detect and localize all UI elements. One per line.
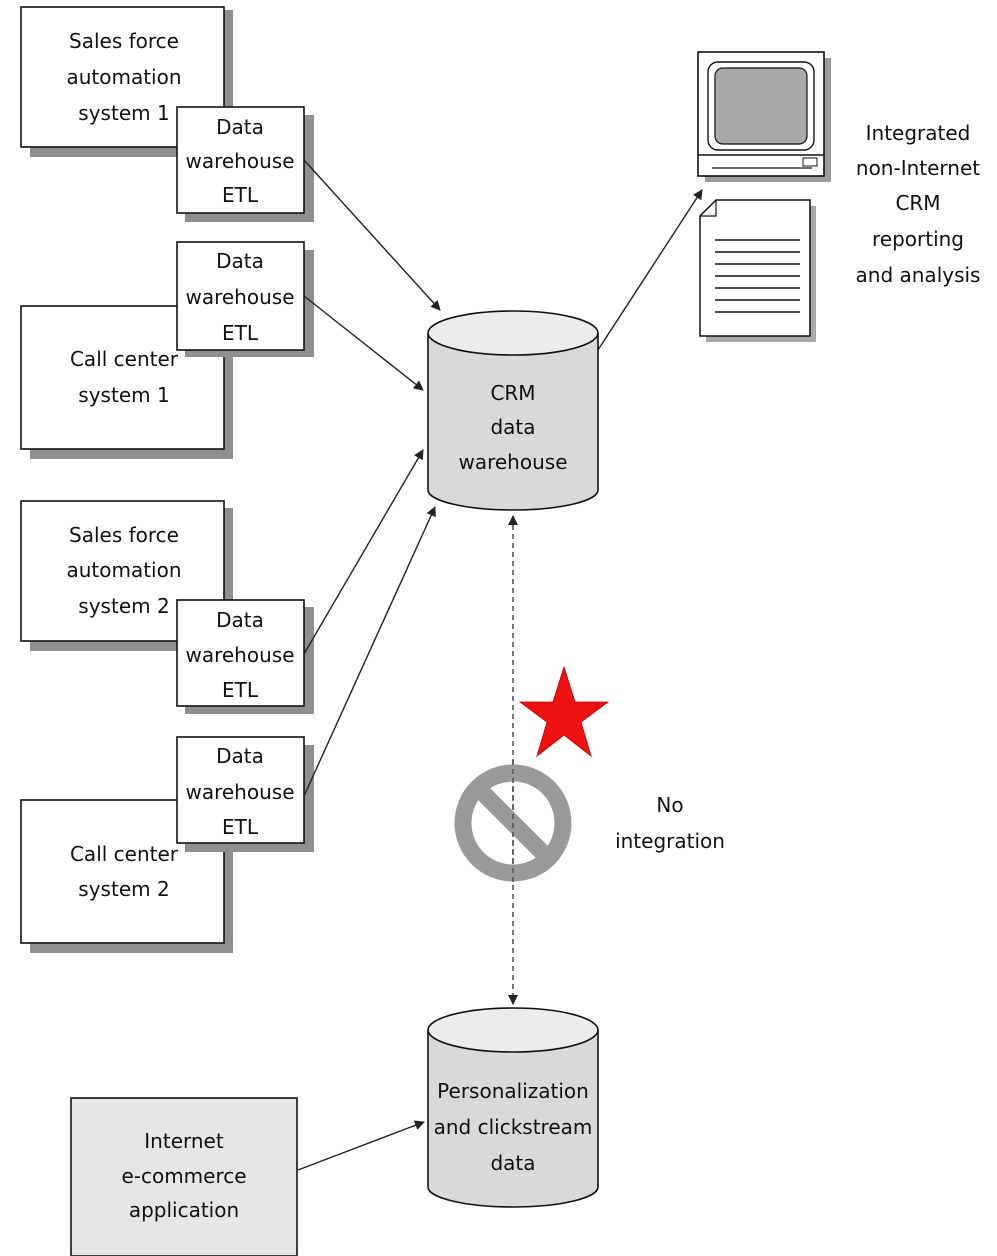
crm-data-warehouse: CRM data warehouse — [427, 310, 599, 511]
computer-monitor-icon — [697, 51, 831, 182]
crm-warehouse-line1: CRM — [490, 381, 535, 405]
report-document-icon — [699, 199, 816, 342]
etl-box-3: Data warehouse ETL — [176, 599, 314, 714]
etl1-line2: warehouse — [185, 149, 294, 173]
etl3-line3: ETL — [222, 678, 259, 702]
cc1-label-line1: Call center — [70, 347, 179, 371]
etl4-line2: warehouse — [185, 780, 294, 804]
etl3-line2: warehouse — [185, 643, 294, 667]
no-integration-prohibited-icon — [454, 760, 572, 885]
ecommerce-line2: e-commerce — [121, 1164, 246, 1188]
ecommerce-line3: application — [129, 1198, 239, 1222]
sfa1-label-line1: Sales force — [69, 29, 179, 53]
etl-box-4: Data warehouse ETL — [176, 736, 314, 852]
arrow-etl2-to-crm — [303, 295, 424, 391]
ecommerce-line1: Internet — [144, 1129, 224, 1153]
etl2-line2: warehouse — [185, 285, 294, 309]
arrow-etl3-to-crm — [303, 449, 424, 655]
arrow-etl1-to-crm — [303, 159, 441, 311]
cc2-label-line1: Call center — [70, 842, 179, 866]
cc2-label-line2: system 2 — [78, 877, 169, 901]
etl2-line3: ETL — [222, 321, 259, 345]
no-integration-line1: No — [656, 793, 683, 817]
etl4-line1: Data — [216, 744, 264, 768]
etl3-line1: Data — [216, 608, 264, 632]
personalization-line2: and clickstream — [434, 1115, 593, 1139]
ecommerce-application: Internet e-commerce application — [70, 1097, 298, 1256]
personalization-line1: Personalization — [437, 1079, 589, 1103]
cc1-label-line2: system 1 — [78, 383, 169, 407]
etl1-line1: Data — [216, 115, 264, 139]
etl-box-1: Data warehouse ETL — [176, 106, 314, 222]
personalization-clickstream-data: Personalization and clickstream data — [427, 1007, 599, 1208]
reporting-line2: non-Internet — [856, 156, 980, 180]
arrow-ecommerce-to-personalization — [297, 1120, 425, 1171]
arrow-crm-to-reporting — [597, 189, 703, 351]
sfa2-label-line1: Sales force — [69, 523, 179, 547]
sfa2-label-line2: automation — [66, 558, 181, 582]
sfa1-label-line3: system 1 — [78, 101, 169, 125]
etl4-line3: ETL — [222, 815, 259, 839]
etl2-line1: Data — [216, 249, 264, 273]
crm-warehouse-line2: data — [490, 415, 535, 439]
no-integration-line2: integration — [615, 829, 725, 853]
red-star-icon — [518, 665, 610, 758]
sfa1-label-line2: automation — [66, 65, 181, 89]
sfa2-label-line3: system 2 — [78, 594, 169, 618]
etl1-line3: ETL — [222, 183, 259, 207]
crm-warehouse-line3: warehouse — [458, 450, 567, 474]
reporting-line1: Integrated — [866, 121, 971, 145]
reporting-line4: reporting — [872, 227, 964, 251]
sfa-system-1: Sales force automation system 1 — [20, 6, 233, 157]
sfa-system-2: Sales force automation system 2 — [20, 500, 233, 651]
etl-box-2: Data warehouse ETL — [176, 241, 314, 357]
reporting-line3: CRM — [895, 191, 940, 215]
reporting-line5: and analysis — [856, 263, 981, 287]
personalization-line3: data — [490, 1151, 535, 1175]
arrow-etl4-to-crm — [303, 506, 436, 797]
